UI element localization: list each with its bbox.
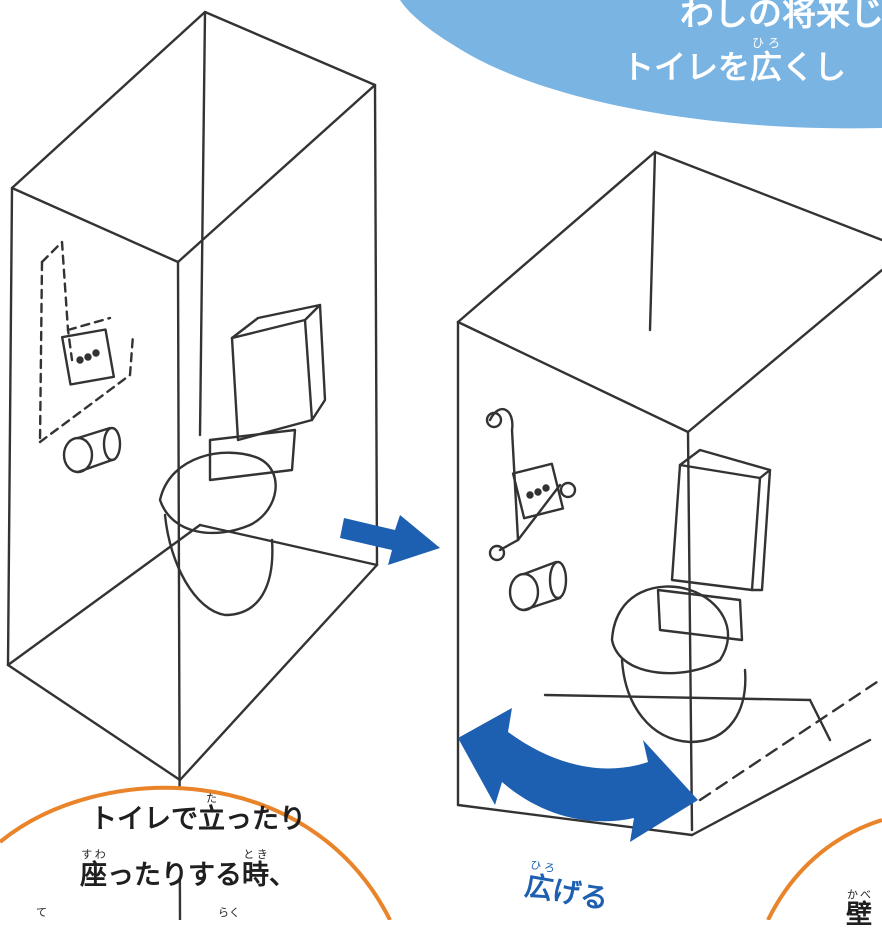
speech-left-line-2: 座すわったりする時とき、 [80, 848, 296, 891]
banner-background [400, 0, 882, 129]
speech-left-line-3-ruby-b: らく [218, 906, 240, 919]
widen-double-arrow-icon [458, 708, 698, 842]
speech-right-text: 壁かべ [846, 888, 873, 930]
speech-bubble-left [0, 785, 392, 920]
toilet-room-after [456, 150, 882, 837]
speech-left-line-3-ruby-a: て [36, 906, 47, 919]
toilet-room-before [6, 10, 379, 920]
speech-left-line-1: トイレで立たったり [90, 792, 306, 835]
transition-arrow-icon [340, 515, 440, 565]
speech-bubble-right [766, 818, 882, 920]
banner-line-2: トイレを広ひろくし [622, 36, 847, 86]
banner-line-1: わしの将来じ [680, 0, 882, 34]
